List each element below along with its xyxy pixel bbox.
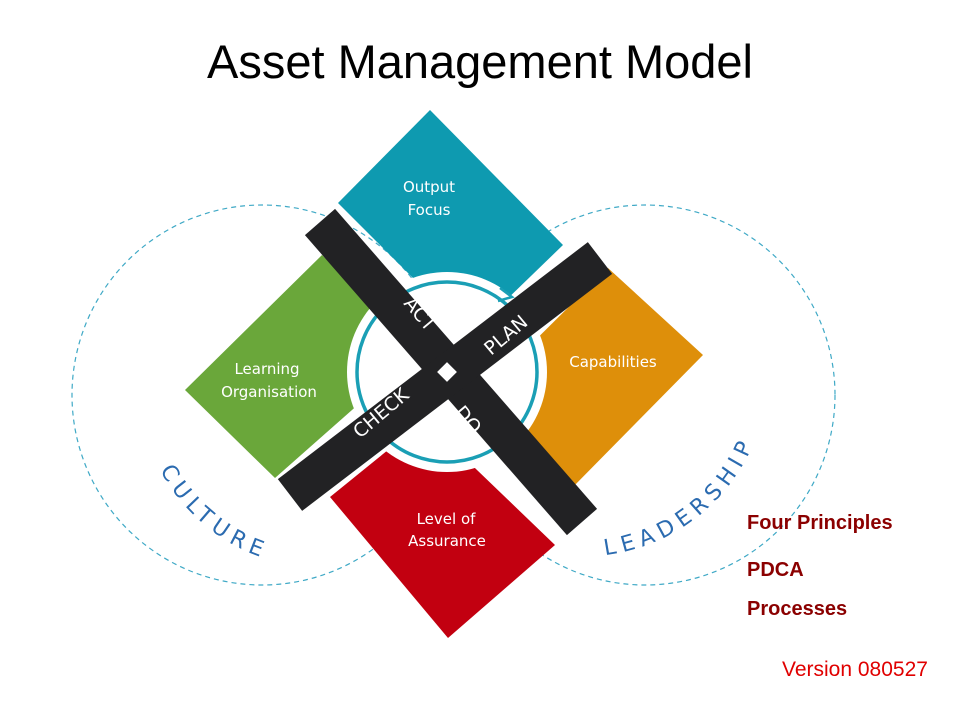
pdca-label: PDCA bbox=[747, 559, 804, 581]
level-of-assurance-line1: Level of bbox=[417, 510, 477, 528]
center-diamond bbox=[437, 362, 457, 382]
pdca-cycle-ring bbox=[355, 280, 539, 464]
version-label: Version 080527 bbox=[782, 658, 928, 681]
output-focus-line1: Output bbox=[403, 178, 455, 196]
page-title: Asset Management Model bbox=[206, 35, 753, 88]
level-of-assurance-line2: Assurance bbox=[408, 532, 486, 550]
output-focus-line2: Focus bbox=[408, 201, 451, 219]
leadership-label: LEADERSHIP bbox=[602, 433, 761, 562]
cycle-arrow-icon bbox=[497, 287, 515, 303]
learning-organisation-line2: Organisation bbox=[221, 383, 317, 401]
quadrant-level-of-assurance bbox=[330, 420, 555, 638]
quadrant-output-focus bbox=[338, 110, 563, 335]
four-principles-label: Four Principles bbox=[747, 512, 893, 534]
learning-organisation-line1: Learning bbox=[234, 360, 299, 378]
processes-label: Processes bbox=[747, 598, 848, 620]
quadrant-learning-organisation bbox=[185, 255, 420, 478]
capabilities-label: Capabilities bbox=[569, 353, 657, 371]
culture-label: CULTURE bbox=[155, 460, 273, 564]
